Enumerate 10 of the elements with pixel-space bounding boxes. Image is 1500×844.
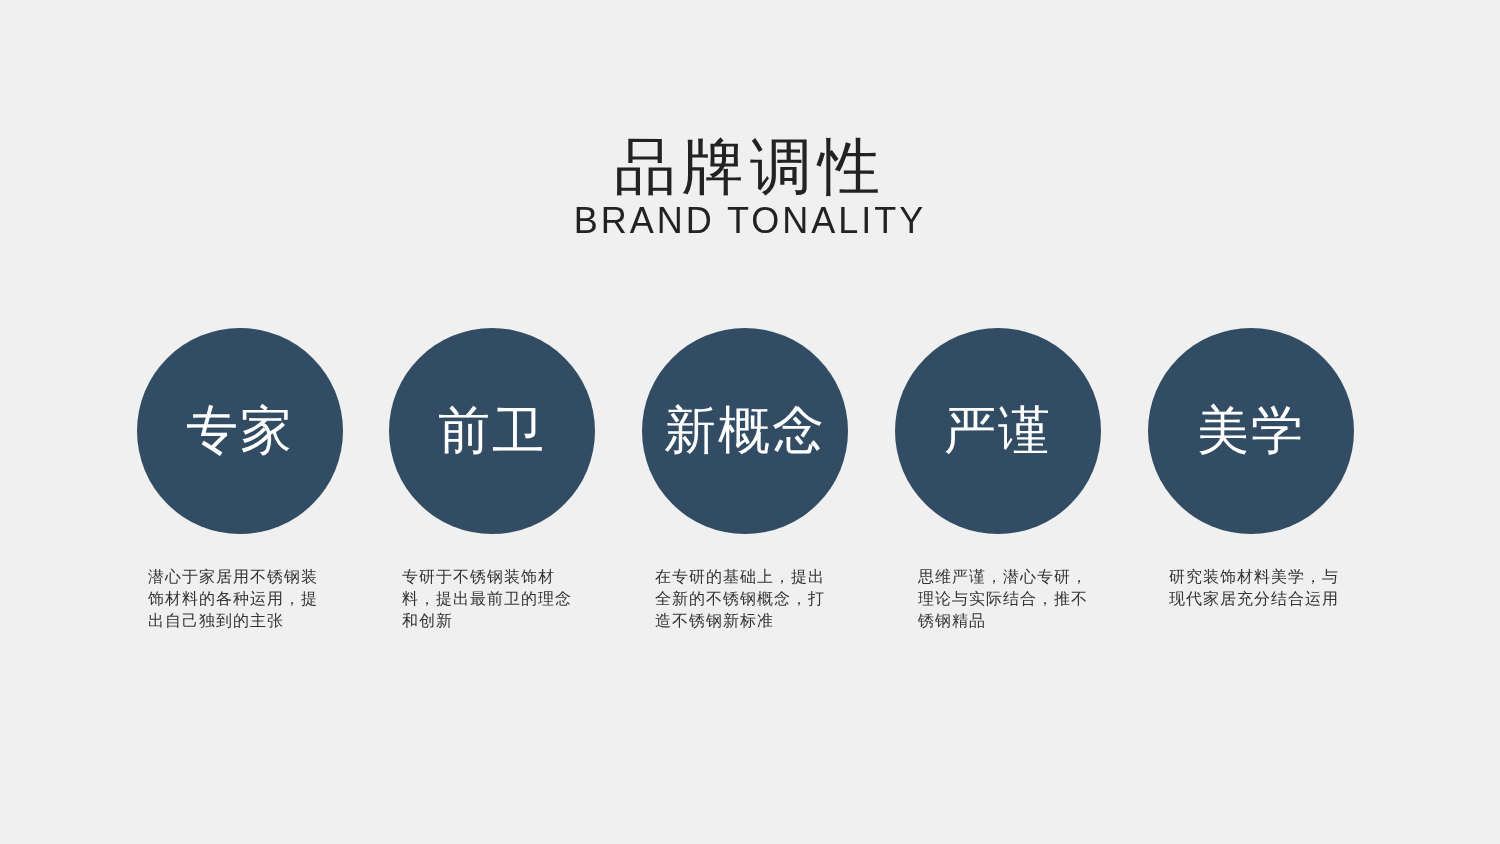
description: 潜心于家居用不锈钢装饰材料的各种运用，提出自己独到的主张 <box>148 566 319 632</box>
circle-label: 美学 <box>1197 399 1305 462</box>
description: 在专研的基础上，提出全新的不锈钢概念，打造不锈钢新标准 <box>655 566 826 632</box>
description: 研究装饰材料美学，与现代家居充分结合运用 <box>1169 566 1340 610</box>
circle-label: 严谨 <box>944 399 1052 462</box>
description: 思维严谨，潜心专研，理论与实际结合，推不锈钢精品 <box>918 566 1089 632</box>
circle-label: 前卫 <box>438 399 546 462</box>
description: 专研于不锈钢装饰材料，提出最前卫的理念和创新 <box>402 566 573 632</box>
circle-label: 新概念 <box>664 399 826 462</box>
circle-label: 专家 <box>186 399 294 462</box>
